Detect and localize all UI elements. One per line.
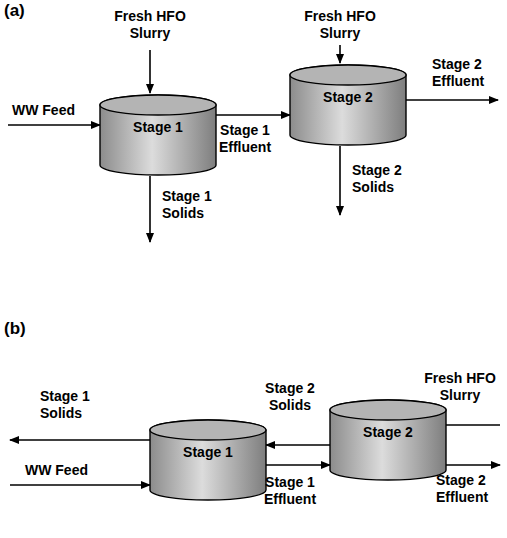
stage-name: Stage 1 xyxy=(100,95,216,135)
flow-label: Stage 2 Effluent xyxy=(436,472,502,506)
flow-label: (b) xyxy=(4,320,26,337)
flow-connector xyxy=(266,464,330,466)
flow-label: Stage 2 Effluent xyxy=(432,56,502,90)
edge-label: Stage 2 Solids xyxy=(255,380,325,414)
tank-node: Stage 1 xyxy=(150,420,266,500)
tank-cylinder xyxy=(330,400,446,480)
feed-arrow xyxy=(149,50,151,93)
flow-label: Stage 1 Solids xyxy=(40,388,104,422)
flow-label: WW Feed xyxy=(12,102,75,119)
solids-arrow xyxy=(10,439,150,441)
tank-cylinder xyxy=(150,420,266,500)
tank-node: Stage 2 xyxy=(330,400,446,480)
solids-arrow xyxy=(149,176,151,242)
flow-connector xyxy=(216,114,290,116)
edge-label: Stage 1 Effluent xyxy=(210,122,280,156)
flow-label: Stage 1 Solids xyxy=(162,188,226,222)
tank-cylinder xyxy=(290,65,406,145)
tank-node: Stage 1 xyxy=(100,95,216,175)
tank-node: Stage 2 xyxy=(290,65,406,145)
feed-arrow xyxy=(8,124,100,126)
flow-label: WW Feed xyxy=(25,462,88,479)
flow-label: Fresh HFO Slurry xyxy=(295,8,385,42)
stage-name: Stage 2 xyxy=(330,400,446,440)
flow-label: Fresh HFO Slurry xyxy=(418,370,502,404)
stage-name: Stage 2 xyxy=(290,65,406,105)
feed-arrow xyxy=(10,484,150,486)
edge-label: Stage 1 Effluent xyxy=(255,474,325,508)
flow-connector xyxy=(266,444,330,446)
solids-arrow xyxy=(339,146,341,215)
tank-cylinder xyxy=(100,95,216,175)
feed-arrow xyxy=(339,45,341,63)
stage-name: Stage 1 xyxy=(150,420,266,460)
flow-label: Fresh HFO Slurry xyxy=(105,8,195,42)
flow-label: Stage 2 Solids xyxy=(352,162,416,196)
flow-label: (a) xyxy=(4,2,25,19)
